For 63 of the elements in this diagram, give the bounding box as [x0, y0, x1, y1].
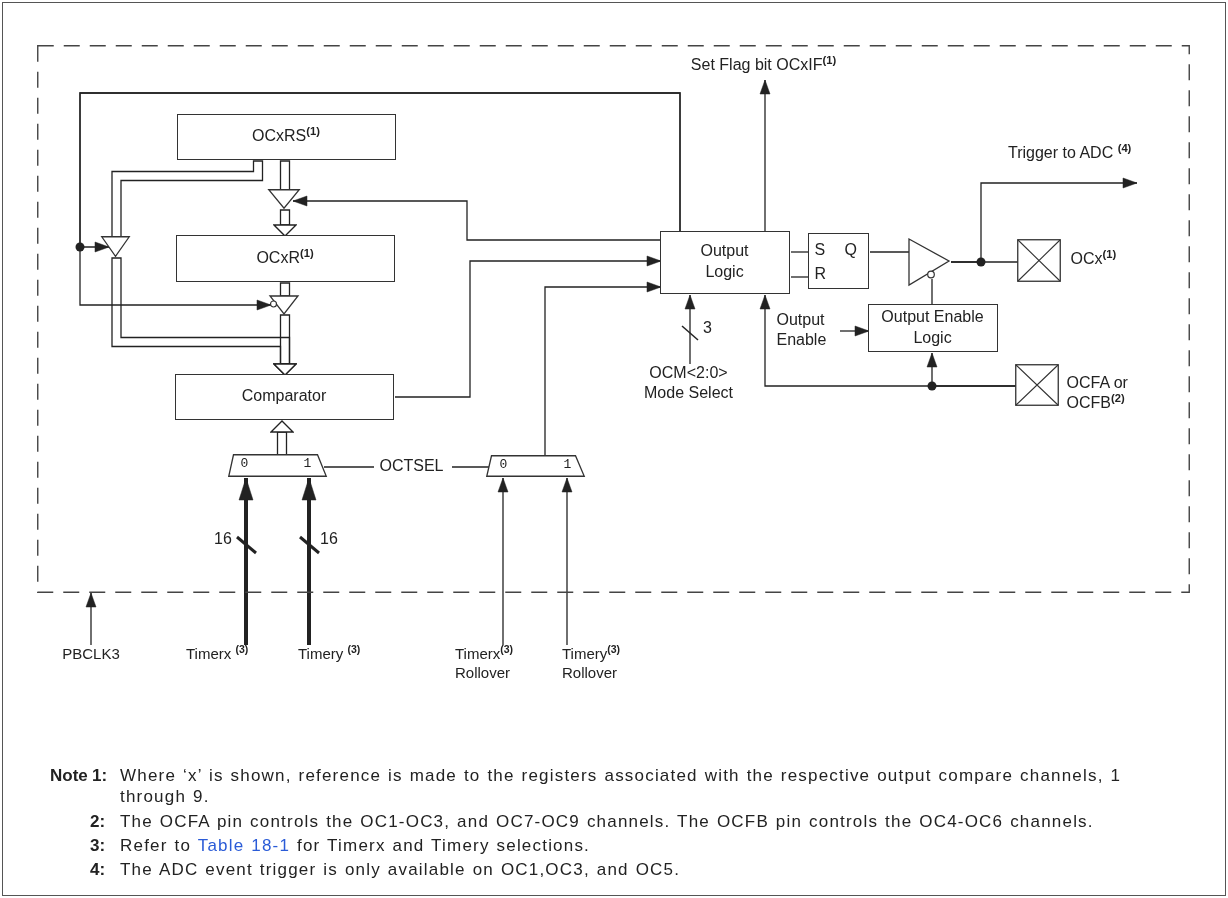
pin-label: OCx$^{(1)}$ — [1070, 248, 1118, 269]
connector-line — [790, 276, 810, 278]
bus-arrow — [273, 209, 297, 237]
mux-input-label: 0 — [240, 455, 249, 472]
block-label: Comparator — [241, 386, 327, 407]
logic-block — [867, 303, 998, 352]
signal-label: OCM<2:0> Mode Select — [628, 362, 749, 405]
logic-block — [659, 230, 790, 294]
pin-label: R — [814, 263, 827, 284]
table-link: Table 18-1 — [197, 836, 291, 855]
note-number: 4: — [90, 860, 106, 881]
note-text: The OCFA pin controls the OC1-OC3, and OC7-OC9 channels. The OCFB pin controls the OC4-OC6 channels. — [120, 812, 1095, 833]
pin-label: Q — [844, 239, 857, 260]
note-number: 3: — [90, 836, 106, 857]
arrow — [79, 92, 681, 311]
bus-line — [111, 160, 264, 238]
arrow — [238, 477, 254, 645]
edge-label: Trigger to ADC $^{(4)}$ — [1006, 143, 1134, 163]
note-number: Note — [50, 766, 88, 787]
signal-label: PBCLK3 — [52, 645, 130, 669]
connector-line — [323, 466, 375, 468]
arrow — [950, 177, 1138, 263]
block-label: OCxRS$^{(1)}$ — [252, 126, 320, 147]
signal-label: Timerx $^{(3)}$ — [186, 645, 266, 673]
arrow — [301, 477, 317, 645]
block-label: Output Logic — [699, 241, 750, 282]
connector-line — [931, 278, 933, 306]
register-box — [175, 234, 395, 282]
mux-input-label: 0 — [499, 456, 508, 473]
block-label: Output Enable Logic — [880, 306, 985, 348]
block-label: OCxR$^{(1)}$ — [256, 247, 314, 268]
bus-arrow — [273, 314, 297, 376]
bus-arrow — [270, 420, 294, 456]
signal-label: Timery $^{(3)}$ — [298, 645, 382, 673]
note-text: The ADC event trigger is only available on OC1,OC3, and OC5. — [120, 860, 682, 881]
note-number: 1: — [92, 766, 108, 787]
arrow — [561, 477, 573, 646]
register-box — [176, 113, 396, 160]
signal-label: Output Enable — [776, 309, 839, 350]
pin-label: OCFA or OCFB$^{(2)}$ — [1066, 372, 1129, 413]
comparator-box — [174, 373, 394, 420]
latch-box — [807, 232, 869, 289]
pin-label: S — [814, 239, 826, 260]
arrow — [497, 477, 509, 646]
note-number: 2: — [90, 812, 106, 833]
signal-label: OCTSEL — [372, 455, 451, 476]
signal-label: Timery$^{(3)}$ Rollover — [562, 645, 644, 693]
arrow — [394, 255, 662, 398]
arrow — [544, 281, 662, 457]
note-text: Where ‘x’ is shown, reference is made to the registers associated with the respective output compare channels, 1 through 9. — [120, 766, 1123, 808]
mux-input-label: 1 — [303, 455, 312, 472]
bus-line — [279, 282, 291, 297]
signal-label: Set Flag bit OCxIF$^{(1)}$ — [668, 54, 859, 79]
note-text: Refer to Table 18-1 for Timerx and Timery selections. — [120, 836, 592, 857]
bus-line — [279, 160, 291, 191]
arrow — [292, 195, 662, 241]
arrow — [684, 294, 696, 365]
connector-line — [790, 251, 810, 253]
arrow — [85, 592, 97, 646]
mux-input-label: 1 — [563, 456, 572, 473]
signal-label: Timerx$^{(3)}$ Rollover — [455, 645, 537, 693]
arrow — [759, 79, 771, 233]
arrow — [839, 325, 870, 337]
